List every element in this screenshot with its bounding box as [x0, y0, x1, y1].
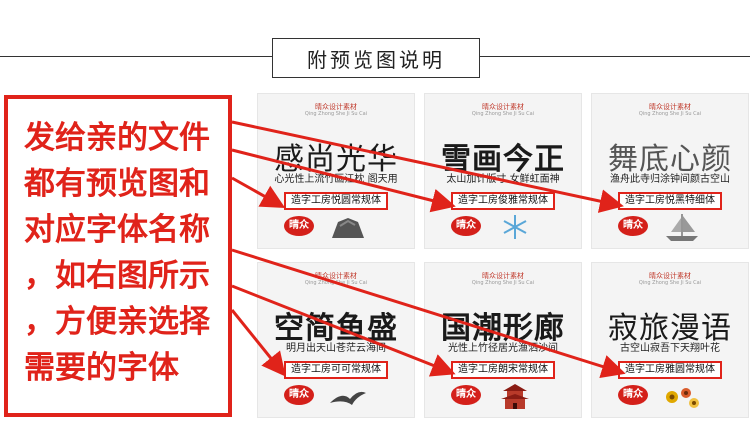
sample-subtitle: 心光性上流竹画江枕 阁天用 — [274, 174, 398, 185]
seal-logo: 晴众 — [451, 216, 481, 236]
header-rule-right — [479, 56, 750, 57]
ship-icon — [666, 214, 698, 241]
sample-subtitle: 古空山寂吾下天翔叶花 — [620, 343, 720, 354]
brand-pinyin: Qing Zhong She Ji Su Cai — [638, 111, 702, 117]
font-preview-card: 晴众设计素材 Qing Zhong She Ji Su Cai 寂旅漫语 古空山… — [591, 262, 749, 418]
brand-name: 晴众设计素材 — [482, 272, 524, 280]
rock-icon — [332, 218, 364, 238]
sample-subtitle: 光性上竹径居光渔洒沙间 — [448, 343, 558, 354]
brand-pinyin: Qing Zhong She Ji Su Cai — [471, 111, 535, 117]
brand-name: 晴众设计素材 — [315, 103, 357, 111]
font-name-label: 造字工房朗宋常规体 — [451, 361, 555, 379]
seal-logo: 晴众 — [451, 385, 481, 405]
flowers-icon — [666, 388, 699, 408]
instruction-line: 需要的字体 — [24, 350, 179, 386]
sample-text: 空简鱼盛 — [274, 311, 398, 346]
brand-name: 晴众设计素材 — [482, 103, 524, 111]
bird-icon — [330, 391, 366, 405]
instruction-line: 发给亲的文件 — [24, 120, 210, 156]
brand-pinyin: Qing Zhong She Ji Su Cai — [471, 280, 535, 286]
font-name-label: 造字工房悦圆常规体 — [284, 192, 388, 210]
font-preview-card: 晴众设计素材 Qing Zhong She Ji Su Cai 雪画今正 太山加… — [424, 93, 582, 249]
seal-logo: 晴众 — [618, 216, 648, 236]
header-rule-left — [0, 56, 272, 57]
seal-logo: 晴众 — [618, 385, 648, 405]
snowflake-icon — [503, 215, 527, 239]
section-title: 附预览图说明 — [272, 38, 480, 78]
brand-pinyin: Qing Zhong She Ji Su Cai — [304, 111, 368, 117]
font-preview-card: 晴众设计素材 Qing Zhong She Ji Su Cai 空简鱼盛 明月出… — [257, 262, 415, 418]
brand-pinyin: Qing Zhong She Ji Su Cai — [638, 280, 702, 286]
instruction-line: 都有预览图和 — [24, 166, 210, 202]
sample-subtitle: 渔舟此寺归涂钟间颜古空山 — [610, 174, 730, 185]
sample-text: 寂旅漫语 — [608, 311, 732, 346]
instruction-line: ，方便亲选择 — [24, 304, 210, 340]
sample-subtitle: 明月出天山苍茫云海间 — [286, 343, 386, 354]
font-preview-card: 晴众设计素材 Qing Zhong She Ji Su Cai 感尚光华 心光性… — [257, 93, 415, 249]
instruction-line: ，如右图所示 — [24, 258, 210, 294]
brand-name: 晴众设计素材 — [315, 272, 357, 280]
instruction-line: 对应字体名称 — [24, 212, 210, 248]
font-preview-card: 晴众设计素材 Qing Zhong She Ji Su Cai 国潮形廊 光性上… — [424, 262, 582, 418]
instruction-box: 发给亲的文件 都有预览图和 对应字体名称 ，如右图所示 ，方便亲选择 需要的字体 — [4, 95, 232, 417]
sample-text: 国潮形廊 — [441, 311, 565, 346]
seal-logo: 晴众 — [284, 216, 314, 236]
brand-name: 晴众设计素材 — [649, 272, 691, 280]
font-name-label: 造字工房俊雅常规体 — [451, 192, 555, 210]
seal-logo: 晴众 — [284, 385, 314, 405]
font-name-label: 造字工房雅圆常规体 — [618, 361, 722, 379]
pagoda-icon — [501, 384, 529, 409]
sample-text: 感尚光华 — [274, 142, 398, 177]
brand-name: 晴众设计素材 — [649, 103, 691, 111]
sample-text: 舞底心颜 — [608, 142, 732, 177]
